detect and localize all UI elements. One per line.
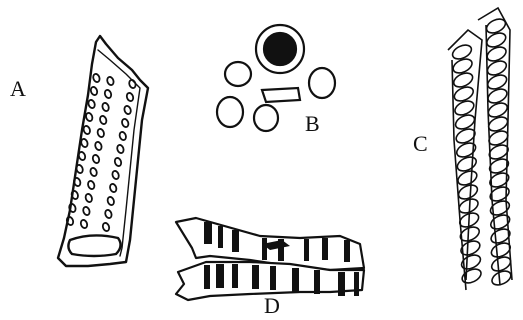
ring — [453, 98, 476, 117]
pit — [109, 183, 118, 193]
pit — [80, 219, 89, 229]
cell-left — [225, 62, 251, 86]
pit — [121, 118, 130, 128]
ring — [490, 268, 513, 287]
band — [218, 226, 223, 248]
ring — [455, 154, 478, 173]
pit — [99, 115, 108, 125]
band — [344, 240, 350, 262]
pit — [126, 92, 135, 102]
band — [338, 272, 345, 296]
pit — [89, 167, 98, 177]
vessel-end-plate — [68, 235, 120, 256]
ring — [451, 56, 474, 75]
cell-right — [309, 68, 335, 98]
panel-label-a: A — [10, 78, 26, 100]
pit — [104, 89, 113, 99]
pit — [83, 125, 92, 135]
pit — [123, 105, 132, 115]
pit — [107, 196, 116, 206]
pitted-vessel-drawing — [58, 36, 148, 266]
pit — [80, 138, 89, 148]
ring — [485, 58, 508, 77]
spiral-vessel-drawing — [448, 8, 513, 290]
ring — [490, 254, 513, 273]
cell-bottom-left — [217, 97, 243, 127]
band — [304, 239, 309, 261]
pit — [101, 102, 110, 112]
cell-bar — [262, 88, 300, 102]
pit — [94, 141, 103, 151]
band — [204, 222, 212, 244]
pit — [119, 131, 128, 141]
ring — [486, 72, 509, 91]
pit — [90, 86, 99, 96]
band — [314, 270, 320, 294]
ring — [453, 112, 476, 131]
vessel-outline — [58, 36, 148, 266]
ring — [456, 182, 479, 201]
panel-label-c: C — [413, 133, 428, 155]
pit — [82, 206, 91, 216]
band — [262, 238, 267, 260]
band — [322, 238, 328, 260]
ring — [486, 86, 509, 105]
band — [292, 268, 299, 292]
ring — [457, 196, 480, 215]
pit — [92, 154, 101, 164]
cell-bottom-mid — [254, 105, 278, 131]
pit — [85, 193, 94, 203]
ring — [485, 30, 508, 49]
pit — [128, 79, 137, 89]
pit — [104, 209, 113, 219]
ring — [452, 84, 475, 103]
pit — [92, 73, 101, 83]
ring — [486, 100, 509, 119]
band — [252, 265, 259, 289]
pit — [87, 180, 96, 190]
band — [270, 266, 276, 290]
pit — [78, 151, 87, 161]
panel-label-b: B — [305, 113, 320, 135]
ring — [487, 114, 510, 133]
pit — [87, 99, 96, 109]
ring — [452, 70, 475, 89]
panel-label-d: D — [264, 295, 280, 317]
dark-core — [264, 33, 296, 65]
band — [204, 265, 210, 289]
ring — [485, 44, 508, 63]
band — [216, 264, 224, 288]
pit — [102, 222, 111, 232]
band — [232, 230, 239, 252]
pit — [116, 144, 125, 154]
band — [232, 264, 238, 288]
pit — [85, 112, 94, 122]
pit — [114, 157, 123, 167]
band — [354, 272, 359, 296]
ring-group — [450, 16, 513, 287]
banded-ribbon-drawing — [176, 218, 364, 300]
ring — [456, 168, 479, 187]
pit — [106, 76, 115, 86]
pit — [111, 170, 120, 180]
pit — [97, 128, 106, 138]
